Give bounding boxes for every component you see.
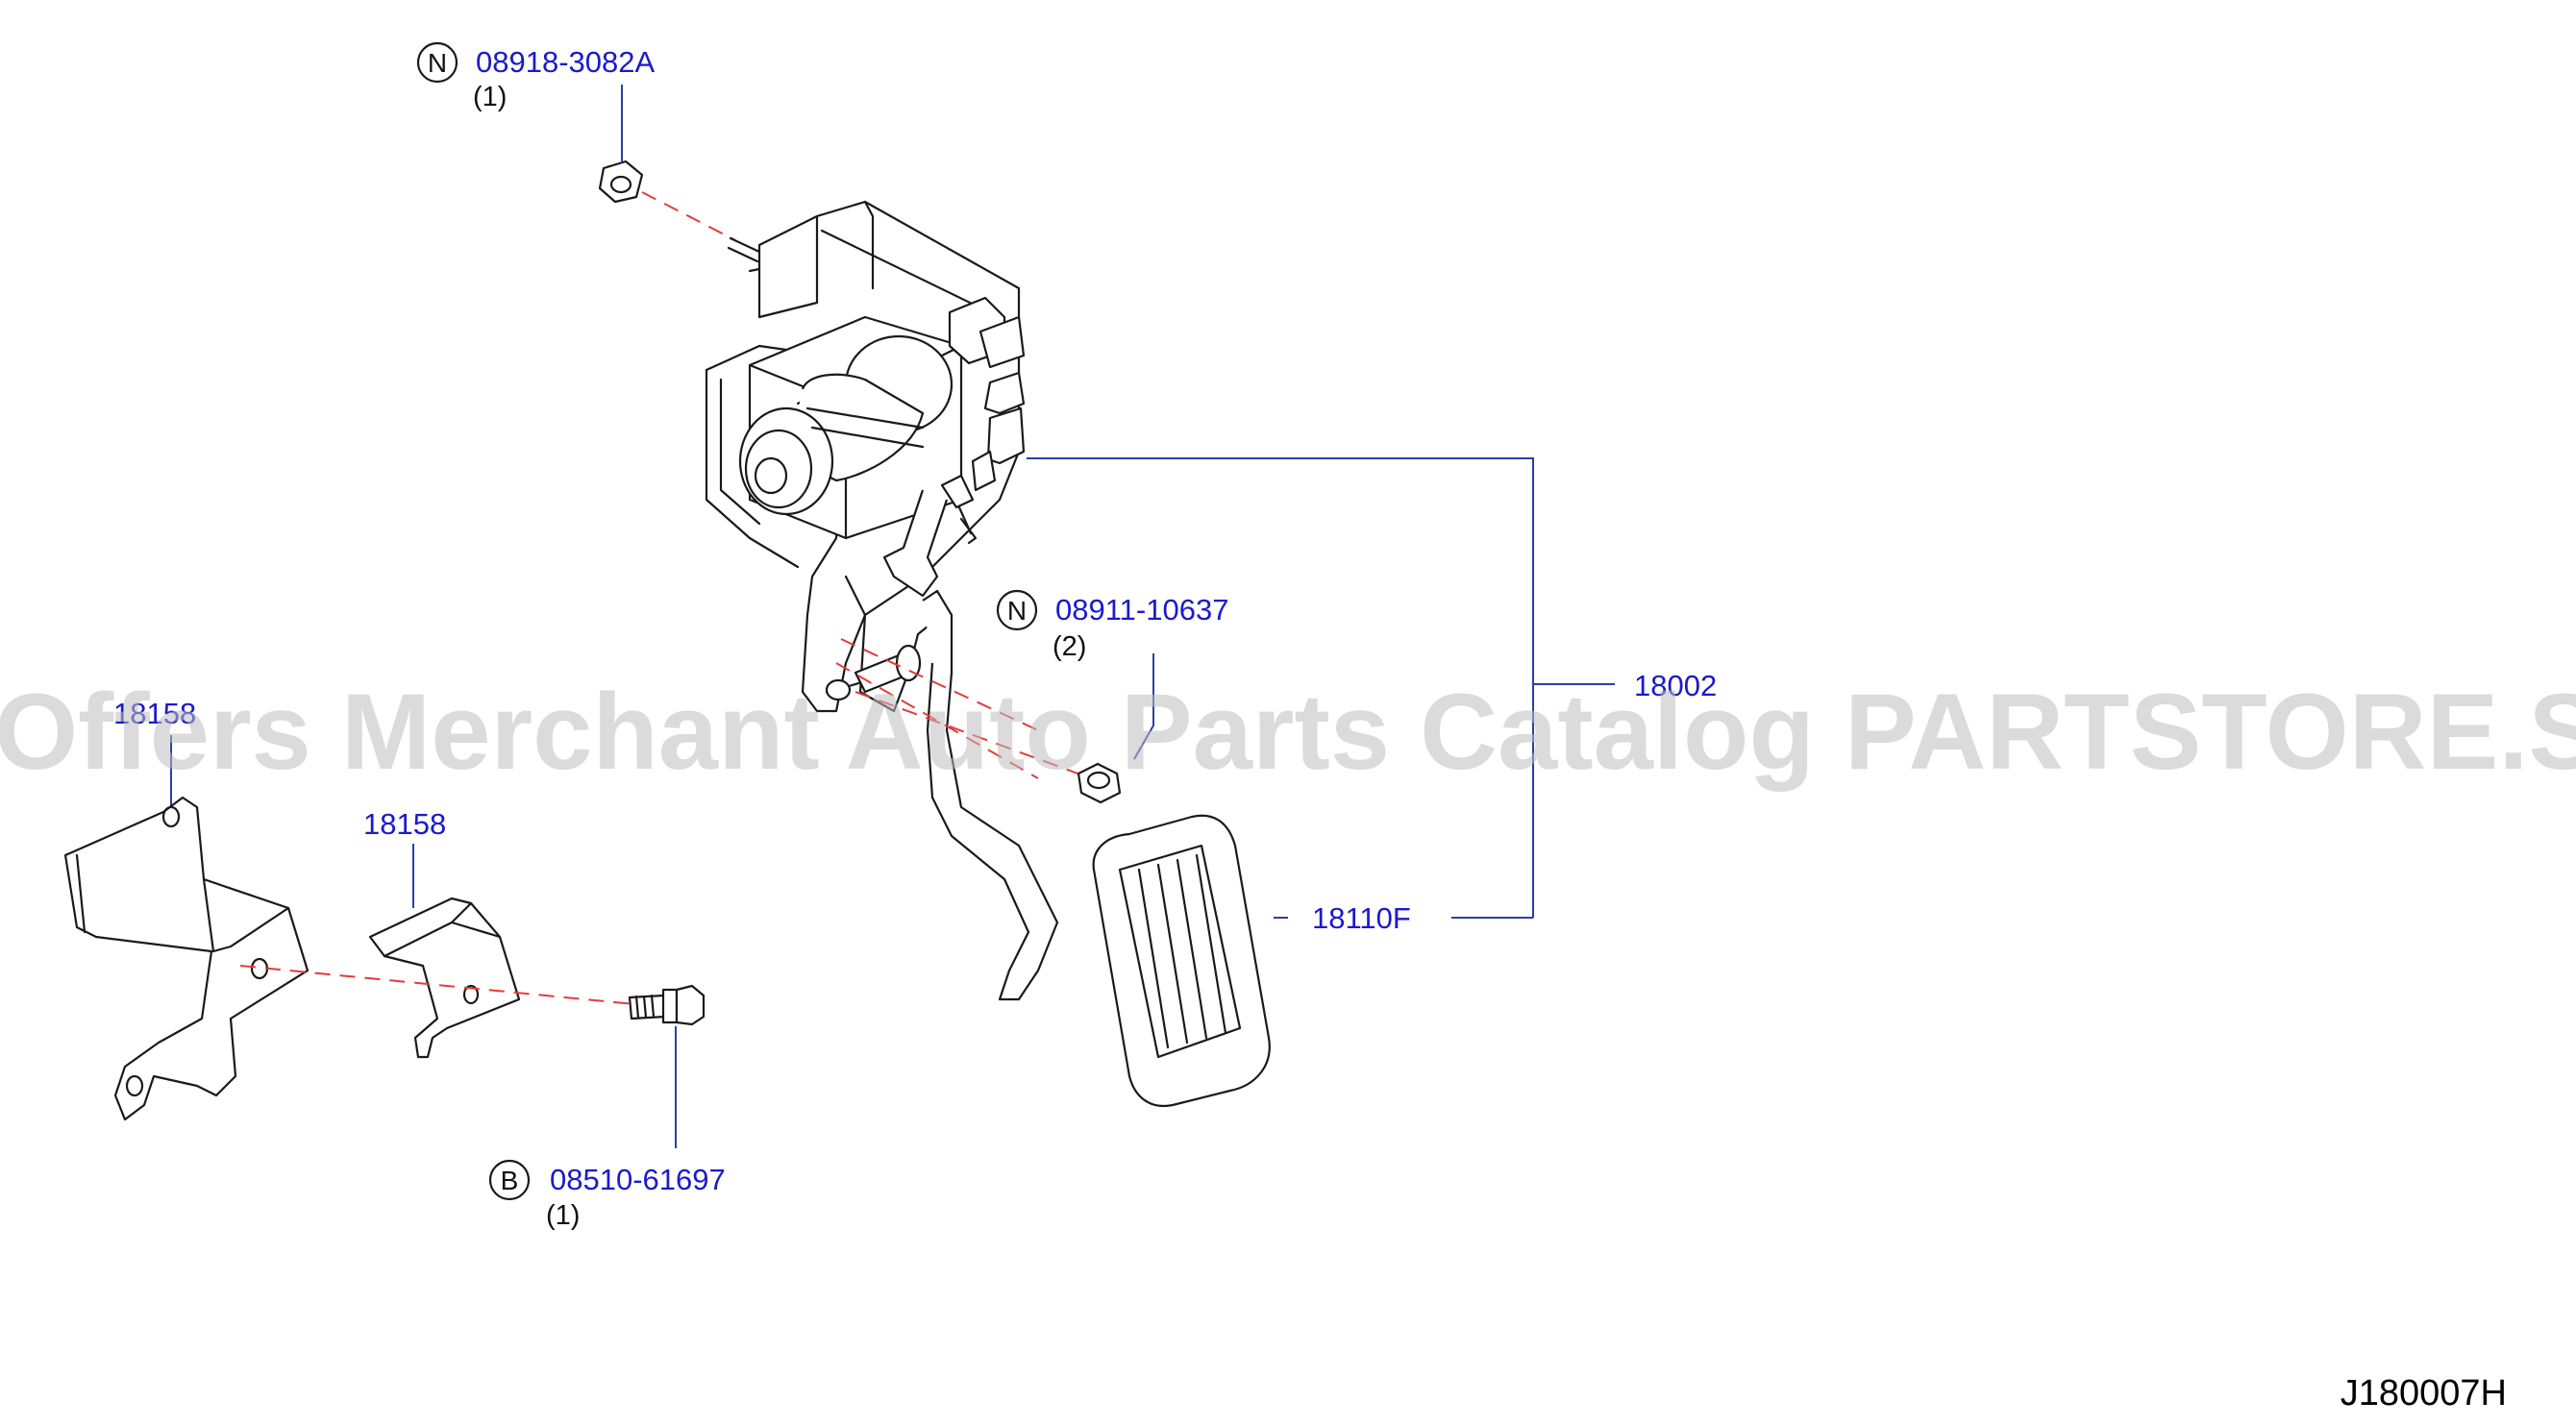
nut-top-callout[interactable]: N 08918-3082A (1): [416, 41, 655, 161]
pedal-assembly-drawing: [705, 200, 1059, 1001]
pivot-guide-lines: [835, 638, 1092, 779]
nut-mid-callout[interactable]: N 08911-10637 (2): [996, 589, 1228, 760]
nut-top-icon: [598, 160, 644, 204]
nut-top-type-circle: [416, 41, 458, 84]
bolt-callout[interactable]: B 08510-61697 (1): [488, 1026, 726, 1231]
bolt-icon: [628, 984, 706, 1026]
pedal-assembly-part-number[interactable]: 18002: [1634, 669, 1717, 702]
watermark-text: Offers Merchant Auto Parts Catalog PARTS…: [0, 672, 2576, 792]
bracket-small-callout[interactable]: 18158: [363, 807, 446, 908]
bracket-small-part-number[interactable]: 18158: [363, 807, 446, 841]
pedal-pad-callout[interactable]: 18110F: [1274, 901, 1533, 935]
nut-mid-icon: [1077, 762, 1122, 804]
nut-mid-type-letter: N: [1007, 596, 1027, 626]
pedal-assembly-callout[interactable]: 18002: [1027, 457, 1717, 918]
nut-top-qty: (1): [473, 82, 507, 112]
bolt-type-circle: [488, 1159, 531, 1201]
nut-top-type-letter: N: [428, 48, 447, 78]
bracket-left-part-number[interactable]: 18158: [113, 697, 196, 730]
nut-mid-qty: (2): [1053, 631, 1086, 662]
nut-top-guide-line: [641, 191, 736, 241]
bolt-type-letter: B: [501, 1166, 519, 1195]
diagram-code: J180007H: [2341, 1373, 2507, 1414]
nut-mid-part-number[interactable]: 08911-10637: [1055, 593, 1228, 627]
pedal-pad-part-number[interactable]: 18110F: [1312, 901, 1411, 935]
pedal-assembly-leader: [1027, 457, 1534, 918]
bolt-part-number[interactable]: 08510-61697: [550, 1163, 726, 1196]
nut-mid-type-circle: [996, 589, 1038, 631]
nut-mid-leader: [1133, 653, 1154, 760]
bracket-small-drawing: [368, 897, 521, 1059]
pedal-pad-drawing: [1092, 814, 1271, 1108]
bolt-qty: (1): [546, 1200, 580, 1231]
bracket-left-drawing: [63, 796, 310, 1121]
nut-top-part-number[interactable]: 08918-3082A: [476, 45, 655, 79]
bracket-left-callout[interactable]: 18158: [113, 697, 196, 815]
bracket-guide-line: [239, 965, 635, 1005]
